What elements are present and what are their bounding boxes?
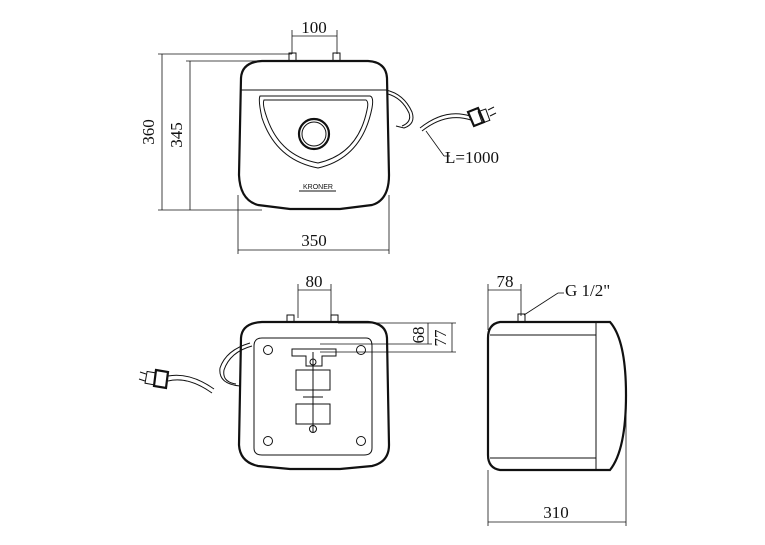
bottom-power-cable-2 [219, 342, 251, 387]
side-pipe [517, 313, 526, 323]
front-dim-height-outer: 360 [139, 119, 158, 145]
bottom-dim-depth-b: 77 [431, 329, 450, 347]
side-heater-body [486, 320, 628, 472]
front-power-cable [385, 89, 414, 129]
front-dim-height-inner: 345 [167, 122, 186, 148]
front-thermostat-knob [297, 117, 331, 151]
front-view: KRONER 100 360 345 350 [139, 18, 499, 254]
bottom-fixing-screw-2 [309, 425, 317, 433]
bottom-mount-hole-3 [263, 436, 273, 446]
front-cable-length: L=1000 [445, 148, 499, 167]
front-power-cable-2 [387, 93, 411, 127]
front-thermostat-knob-inner [301, 121, 327, 147]
bottom-cable-to-plug [167, 374, 215, 390]
bottom-dim-top: 80 [306, 272, 323, 291]
bottom-mount-hole-4 [356, 436, 366, 446]
bottom-dim-depth-a: 68 [409, 327, 428, 344]
bottom-heater-body [237, 320, 391, 471]
front-control-panel [258, 95, 374, 169]
bottom-cable-to-plug-2 [167, 379, 213, 394]
bottom-mounting-plate [253, 337, 373, 456]
front-cable-to-plug [419, 113, 471, 129]
front-control-panel-inner [262, 99, 369, 164]
bottom-view: 80 68 77 [138, 272, 456, 471]
bottom-plug-icon [138, 368, 170, 390]
front-pipe-right [332, 52, 341, 62]
bottom-power-cable [223, 345, 253, 385]
side-view: 78 G 1/2" 310 [486, 272, 628, 526]
side-thread-label: G 1/2" [565, 281, 610, 300]
side-dim-width: 310 [543, 503, 569, 522]
front-plug-icon [466, 106, 497, 128]
front-dim-width: 350 [301, 231, 327, 250]
bottom-fixing-screw-1 [309, 358, 317, 366]
side-dim-top: 78 [497, 272, 514, 291]
bottom-mount-hole-1 [263, 345, 273, 355]
front-brand-label: KRONER [303, 184, 333, 191]
front-cable-to-plug-2 [421, 117, 472, 132]
bottom-mount-hole-2 [356, 345, 366, 355]
bottom-bracket [291, 348, 337, 367]
front-dim-top: 100 [301, 18, 327, 37]
